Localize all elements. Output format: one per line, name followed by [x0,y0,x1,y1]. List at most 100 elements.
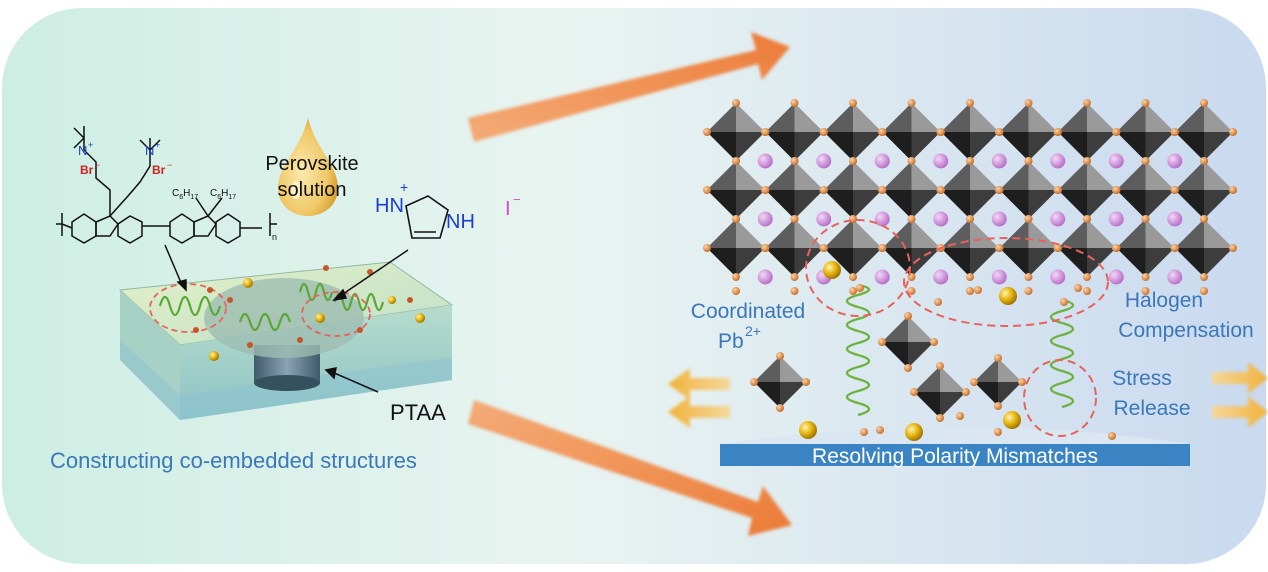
dashed-circle-stress [1023,359,1097,437]
halide-node [703,186,711,194]
halide-node [732,215,740,223]
halide-node [878,128,887,136]
halide-node [1229,244,1237,252]
a-site-cation [933,269,949,285]
halogen-label-line1: Halogen [1125,289,1203,312]
halide-node [1112,128,1121,136]
loose-octahedron [750,352,810,412]
halide-node [820,244,828,252]
perovskite-label-line1: Perovskite [265,153,358,175]
pb-ions [799,261,1116,441]
halide-node [936,362,944,370]
hn-label: HN [375,195,404,217]
halide-node [1054,244,1062,252]
halide-node [1141,273,1150,281]
halide-node [1200,157,1208,165]
halide-node [966,287,974,295]
embedded-disc [204,278,364,358]
halide-node [790,287,799,295]
a-site-cation [1050,211,1066,227]
pointer-lines [164,244,409,393]
halide-node [904,312,912,320]
halide-node [995,186,1004,194]
octahedron [995,215,1062,281]
a-site-cation [1108,211,1124,227]
br-2: Br [152,163,166,177]
halide-node [1083,273,1091,281]
br-minus-2: − [167,160,172,170]
halide-node [703,244,711,252]
side-arrows [668,362,1268,428]
octahedron [1171,157,1237,223]
halide-node [876,426,884,434]
octahedron [761,99,828,165]
halide-node [732,273,740,281]
halide-node [1141,215,1150,223]
dashed-circle-left-2 [301,291,371,337]
halide-node [1112,186,1121,194]
halide-node [966,99,974,107]
droplet-icon [278,118,338,216]
octahedron [820,99,886,165]
halide-node [820,128,828,136]
halide-node [1200,215,1208,223]
br-1: Br [80,163,94,177]
arrow-up [468,32,790,142]
halide-node [732,99,740,107]
halide-node [761,128,770,136]
a-site-cation [816,153,832,169]
a-site-cation [991,269,1007,285]
halogen-label-line2: Compensation [1118,319,1253,342]
halide-node [1141,287,1150,295]
a-site-cation [874,269,890,285]
halide-node [1229,186,1237,194]
halide-node [974,286,982,294]
octahedron [1054,215,1120,281]
halide-node [994,354,1002,362]
halide-node [1083,215,1091,223]
halide-node [761,244,770,252]
halide-node [966,157,974,165]
halide-node [790,215,799,223]
loose-octahedron [970,354,1026,410]
halide-node [962,388,970,396]
halide-node [1060,298,1068,306]
octahedron [703,215,769,281]
perovskite-lattice [703,99,1237,295]
a-site-cation [991,153,1007,169]
halide-node [1200,273,1208,281]
halide-node [849,157,857,165]
polymer-structure [56,126,277,244]
halide-node [878,338,886,346]
halide-node [1171,128,1179,136]
a-site-cation [1108,153,1124,169]
loose-octahedron [910,362,970,422]
halide-node [1083,157,1091,165]
halide-node [1171,244,1179,252]
stress-label-line2: Release [1113,397,1190,420]
left-caption: Constructing co-embedded structures [50,448,417,473]
halide-node [1108,432,1116,440]
octahedron [1112,157,1179,223]
halide-node [703,128,711,136]
imidazolium-ring [405,195,449,239]
halide-node [1024,157,1033,165]
halide-node [937,128,945,136]
a-site-cation [757,153,773,169]
halide-node [856,284,864,292]
halide-node [1083,99,1091,107]
octahedron [995,99,1062,165]
plus-2: + [155,140,160,150]
a-site-cation [874,153,890,169]
pb-ion [823,261,841,279]
halide-node [937,186,945,194]
halide-node [776,352,784,360]
halide-node [930,338,938,346]
halide-node [849,99,857,107]
halide-node [761,186,770,194]
arrow-down [468,400,792,536]
halide-node [994,402,1002,410]
halide-node [904,364,912,372]
a-site-cation [816,211,832,227]
iodide-label: I [505,198,511,220]
